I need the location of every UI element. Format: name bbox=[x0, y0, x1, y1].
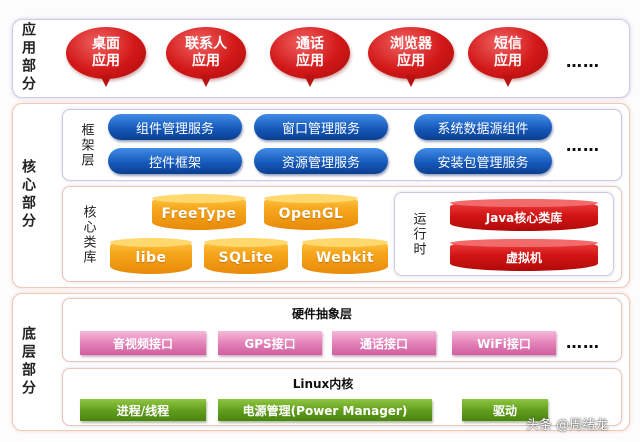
app-bubble-browser: 浏览器应用 bbox=[368, 27, 454, 89]
framework-layer-label: 框架层 bbox=[78, 122, 94, 168]
app-bubble-line: 联系人 bbox=[185, 36, 227, 52]
hal-wifi-interface: WiFi接口 bbox=[452, 331, 556, 355]
hal-gps-interface: GPS接口 bbox=[218, 331, 322, 355]
framework-resource-service: 资源管理服务 bbox=[254, 148, 388, 174]
runtime-java-core-library: Java核心类库 bbox=[450, 199, 598, 231]
app-bubble-line: 短信 bbox=[494, 36, 522, 52]
app-bubble-phone: 通话应用 bbox=[270, 27, 350, 89]
runtime-virtual-machine: 虚拟机 bbox=[450, 239, 598, 271]
application-layer-label: 应用部分 bbox=[20, 22, 36, 94]
app-bubble-desktop: 桌面应用 bbox=[66, 27, 146, 89]
kernel-power-manager: 电源管理(Power Manager) bbox=[218, 399, 432, 421]
hal-title: 硬件抽象层 bbox=[291, 307, 352, 321]
core-layer-label: 核心部分 bbox=[20, 159, 36, 231]
framework-data-source-component: 系统数据源组件 bbox=[414, 114, 552, 140]
library-sqlite: SQLite bbox=[204, 238, 288, 274]
app-bubble-line: 应用 bbox=[192, 53, 220, 69]
app-bubble-contacts: 联系人应用 bbox=[166, 27, 246, 89]
kernel-driver: 驱动 bbox=[462, 399, 548, 421]
app-bubble-line: 应用 bbox=[397, 53, 425, 69]
framework-package-service: 安装包管理服务 bbox=[414, 148, 552, 174]
hal-more-ellipsis: …… bbox=[566, 333, 600, 352]
library-opengl: OpenGL bbox=[264, 194, 358, 230]
hal-phone-interface: 通话接口 bbox=[332, 331, 436, 355]
hal-audio-video-interface: 音视频接口 bbox=[80, 331, 206, 355]
watermark: 头条 @周绪龙 bbox=[526, 418, 609, 433]
bubble-tail bbox=[200, 75, 212, 87]
bubble-tail bbox=[405, 75, 417, 87]
library-freetype: FreeType bbox=[152, 194, 246, 230]
app-bubble-line: 浏览器 bbox=[390, 36, 432, 52]
app-bubble-line: 桌面 bbox=[92, 36, 120, 52]
app-bubble-line: 通话 bbox=[296, 36, 324, 52]
library-libe: libe bbox=[110, 238, 192, 274]
kernel-title: Linux内核 bbox=[292, 377, 354, 391]
framework-widget: 控件框架 bbox=[108, 148, 242, 174]
app-bubble-line: 应用 bbox=[494, 53, 522, 69]
framework-window-service: 窗口管理服务 bbox=[254, 114, 388, 140]
bubble-tail bbox=[100, 75, 112, 87]
bottom-layer-label: 底层部分 bbox=[20, 325, 36, 398]
bubble-tail bbox=[502, 75, 514, 87]
app-bubble-sms: 短信应用 bbox=[468, 27, 548, 89]
framework-more-ellipsis: …… bbox=[566, 136, 600, 155]
bubble-tail bbox=[304, 75, 316, 87]
app-bubble-line: 应用 bbox=[92, 53, 120, 69]
runtime-label: 运行时 bbox=[410, 211, 426, 257]
app-bubble-line: 应用 bbox=[296, 53, 324, 69]
application-more-ellipsis: …… bbox=[566, 52, 600, 71]
core-libraries-label: 核心类库 bbox=[80, 205, 96, 265]
kernel-process-thread: 进程/线程 bbox=[80, 399, 206, 421]
framework-component-service: 组件管理服务 bbox=[108, 114, 242, 140]
library-webkit: Webkit bbox=[302, 238, 388, 274]
